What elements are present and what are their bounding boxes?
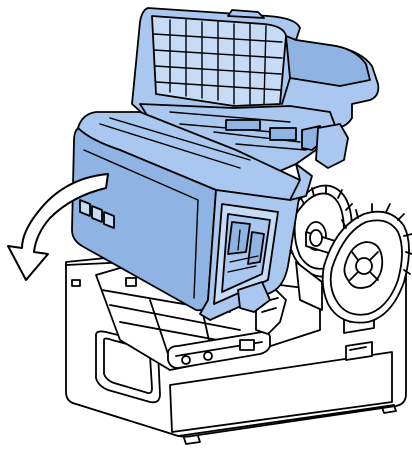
unit-vent-1 <box>79 199 91 217</box>
base-foot-right <box>381 404 397 414</box>
base-foot-left <box>183 435 201 445</box>
print-head-unit <box>71 111 313 321</box>
curved-arrow-icon <box>7 173 109 281</box>
spool-front-flange-rim <box>329 219 403 316</box>
unit-hinge-arm <box>289 163 313 201</box>
spool-axle-end <box>309 229 323 247</box>
roll-spool <box>287 184 412 324</box>
rail-4 <box>149 299 171 361</box>
lid-grid-vertical <box>169 19 267 105</box>
gear-small-1 <box>181 355 191 365</box>
lid-top-tab <box>227 9 265 19</box>
unit-lower-latch <box>237 281 271 313</box>
lid-right-support <box>315 123 349 169</box>
spool-front-teeth <box>341 203 412 275</box>
clip-1 <box>125 277 137 287</box>
base-side-window-inner <box>103 337 153 395</box>
unit-face-edge <box>83 149 199 299</box>
unit-component-2 <box>247 231 265 265</box>
unit-vent-2 <box>91 205 103 223</box>
upper-cover <box>131 7 380 179</box>
unit-component-lines <box>227 229 259 273</box>
base-left-tab <box>71 279 81 287</box>
base-front-face <box>169 351 393 433</box>
lid-grid-horizontal <box>153 33 283 91</box>
spool-bracket <box>295 261 323 311</box>
lid-right-wing <box>285 35 371 87</box>
base-front-edge <box>177 404 395 437</box>
base-right-slot-2 <box>345 341 373 361</box>
spool-hub-center <box>355 257 373 275</box>
spool-hub-spokes <box>349 251 379 281</box>
curved-arrow <box>7 173 109 281</box>
lid-inner-latch-1 <box>225 119 261 131</box>
lid-right-wing-edge <box>281 77 291 105</box>
unit-top-rib <box>99 117 251 169</box>
gear-small-2 <box>203 351 213 361</box>
rail-2 <box>109 304 241 331</box>
lid-inner-latch-2 <box>269 127 297 141</box>
clip-2 <box>239 339 255 351</box>
unit-vent-3 <box>103 211 115 229</box>
